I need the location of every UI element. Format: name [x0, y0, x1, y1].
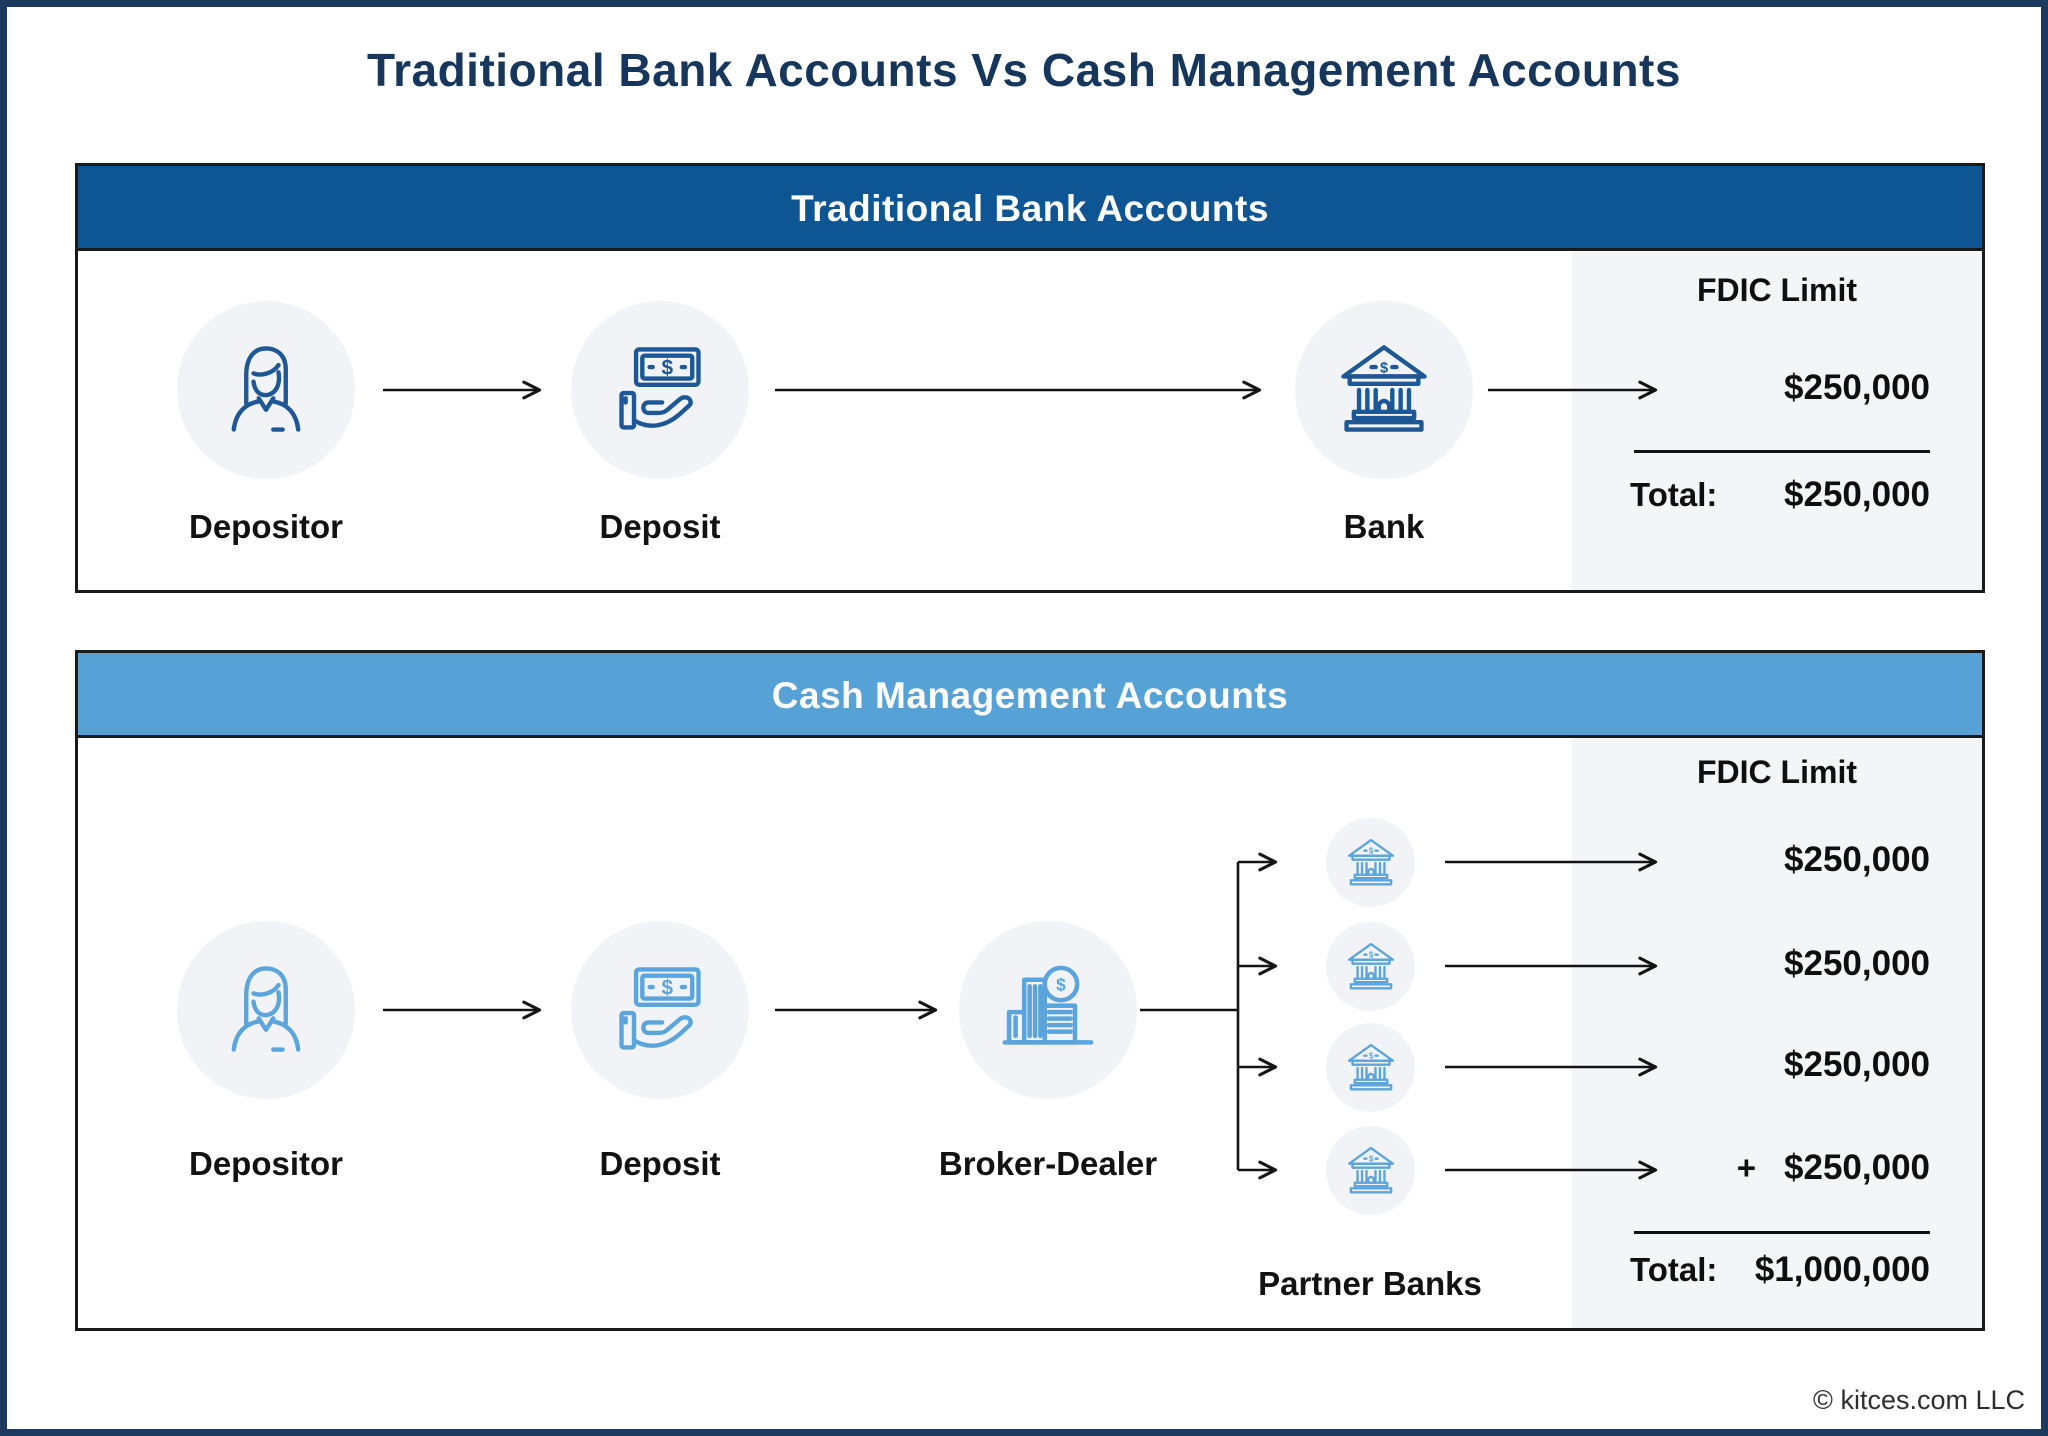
fdic-amount: $250,000: [1784, 944, 1930, 983]
total-label: Total:: [1630, 476, 1718, 513]
bank-building-icon: [1343, 1040, 1399, 1096]
total-row: Total: $250,000: [1572, 475, 1982, 515]
bank-node: [1295, 301, 1473, 479]
page-title: Traditional Bank Accounts Vs Cash Manage…: [367, 44, 1681, 96]
person-icon: [214, 338, 318, 442]
deposit-label: Deposit: [599, 508, 721, 545]
deposit-node: [571, 301, 749, 479]
cash-in-hand-icon: [608, 338, 712, 442]
partner-banks-label: Partner Banks: [1258, 1265, 1482, 1302]
fdic-amount: $250,000: [1784, 1148, 1930, 1187]
bank-building-icon: [1343, 1143, 1399, 1199]
sum-divider: [1634, 450, 1930, 453]
copyright-text: © kitces.com LLC: [1813, 1385, 2025, 1415]
fdic-amount: $250,000: [1784, 840, 1930, 879]
partner-bank-node: [1326, 1023, 1415, 1112]
fdic-amount-row-plus: + $250,000: [1737, 1148, 1930, 1188]
cma-panel-body: Depositor Deposit Broker-Dealer Partner …: [78, 738, 1982, 1328]
total-value: $250,000: [1784, 475, 1930, 514]
plus-sign: +: [1736, 1149, 1757, 1186]
traditional-panel-header: Traditional Bank Accounts: [78, 166, 1982, 251]
depositor-node: [177, 301, 355, 479]
depositor-label: Depositor: [188, 508, 343, 545]
partner-bank-node: [1326, 818, 1415, 907]
cma-panel: Cash Management Accounts: [75, 650, 1985, 1331]
fdic-amount: $250,000: [1784, 1045, 1930, 1084]
total-label: Total:: [1630, 1251, 1718, 1288]
partner-bank-node: [1326, 1126, 1415, 1215]
fdic-limit-heading: FDIC Limit: [1697, 272, 1857, 308]
traditional-panel-body: Depositor Deposit Bank FDIC Limit $250,0…: [78, 251, 1982, 590]
broker-dealer-node: [959, 921, 1137, 1099]
person-icon: [214, 958, 318, 1062]
sum-divider: [1634, 1231, 1930, 1234]
bank-building-icon: [1343, 939, 1399, 995]
depositor-label: Depositor: [188, 1145, 343, 1182]
traditional-panel: Traditional Bank Accounts: [75, 163, 1985, 593]
partner-bank-node: [1326, 922, 1415, 1011]
fdic-limit-heading: FDIC Limit: [1697, 754, 1857, 790]
deposit-node: [571, 921, 749, 1099]
cma-panel-header: Cash Management Accounts: [78, 653, 1982, 738]
cash-in-hand-icon: [608, 958, 712, 1062]
bank-label: Bank: [1343, 508, 1425, 545]
flow-arrows: [383, 380, 1658, 400]
fdic-sidebar: [1572, 251, 1982, 590]
flow-arrows: [383, 852, 1658, 1180]
fdic-amount: $250,000: [1784, 368, 1930, 407]
total-value: $1,000,000: [1754, 1250, 1930, 1289]
bank-building-icon: [1332, 338, 1436, 442]
deposit-label: Deposit: [599, 1145, 721, 1182]
fdic-sidebar: [1572, 738, 1982, 1328]
broker-dealer-label: Broker-Dealer: [938, 1145, 1158, 1182]
depositor-node: [177, 921, 355, 1099]
total-row: Total: $1,000,000: [1572, 1250, 1982, 1290]
bank-building-icon: [1343, 835, 1399, 891]
broker-buildings-coin-icon: [994, 956, 1102, 1064]
